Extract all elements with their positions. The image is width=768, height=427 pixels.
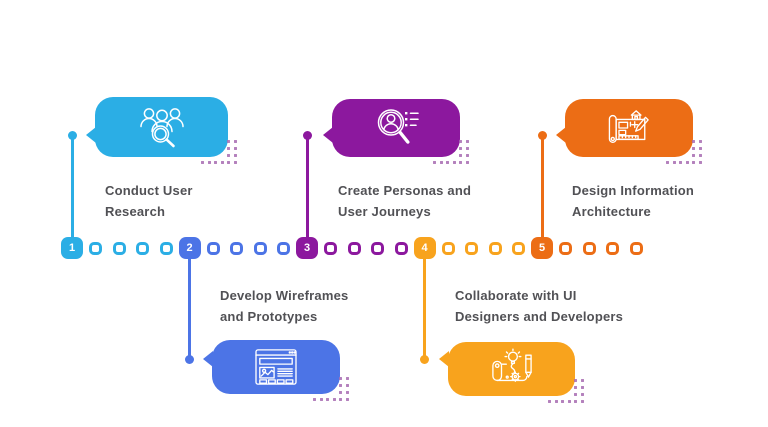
timeline-ring <box>89 241 102 255</box>
timeline-ring <box>112 241 126 255</box>
connector-dot-2 <box>185 354 194 364</box>
connector-line-2 <box>188 248 191 359</box>
bubble-tail <box>86 127 96 143</box>
step-card-1 <box>86 97 237 164</box>
dots-decoration <box>433 140 470 166</box>
blueprint-architecture-icon <box>608 110 649 143</box>
connector-line-4 <box>423 248 426 359</box>
dots-decoration <box>666 140 703 166</box>
timeline-ring <box>465 241 478 255</box>
timeline-node-4: 4 <box>413 237 436 259</box>
users-search-icon <box>139 108 184 148</box>
persona-magnifier-icon <box>377 109 419 144</box>
collaboration-tools-icon <box>491 348 532 382</box>
bubble-tail <box>439 351 449 367</box>
step-card-5 <box>556 99 702 164</box>
timeline-ring <box>394 241 408 255</box>
timeline-ring <box>441 241 455 255</box>
timeline-ring <box>582 241 596 255</box>
wireframe-icon <box>255 349 297 385</box>
timeline-ring <box>559 241 572 255</box>
timeline-ring <box>488 241 502 255</box>
timeline-ring <box>347 241 361 255</box>
timeline-node-3: 3 <box>296 237 318 259</box>
step-card-3 <box>323 99 469 164</box>
connector-dot-3 <box>302 130 312 140</box>
timeline-ring <box>629 241 643 255</box>
timeline-ring <box>136 241 149 255</box>
connector-dot-1 <box>67 130 77 140</box>
bubble-tail <box>323 127 333 143</box>
timeline-node-1: 1 <box>61 237 83 259</box>
step-card-4 <box>439 342 584 403</box>
dots-decoration <box>201 140 238 166</box>
timeline-ring <box>371 241 384 255</box>
timeline-ring <box>253 241 267 255</box>
timeline-node-2: 2 <box>178 237 201 259</box>
dots-decoration <box>313 377 350 403</box>
timeline-ring <box>606 241 619 255</box>
connector-dot-5 <box>537 130 547 140</box>
timeline-ring <box>512 241 525 255</box>
step-card-2 <box>203 340 349 401</box>
dots-decoration <box>548 379 585 405</box>
connector-line-5 <box>540 135 544 248</box>
bubble-tail <box>556 127 566 143</box>
timeline-ring <box>230 241 243 255</box>
timeline-ring <box>159 241 173 255</box>
bubble-tail <box>203 351 213 367</box>
timeline-ring <box>324 241 337 255</box>
timeline-ring <box>277 241 290 255</box>
timeline-ring <box>206 241 220 255</box>
connector-line-1 <box>70 135 74 248</box>
timeline-node-5: 5 <box>531 237 553 259</box>
connector-line-3 <box>305 135 309 248</box>
connector-dot-4 <box>420 354 429 364</box>
